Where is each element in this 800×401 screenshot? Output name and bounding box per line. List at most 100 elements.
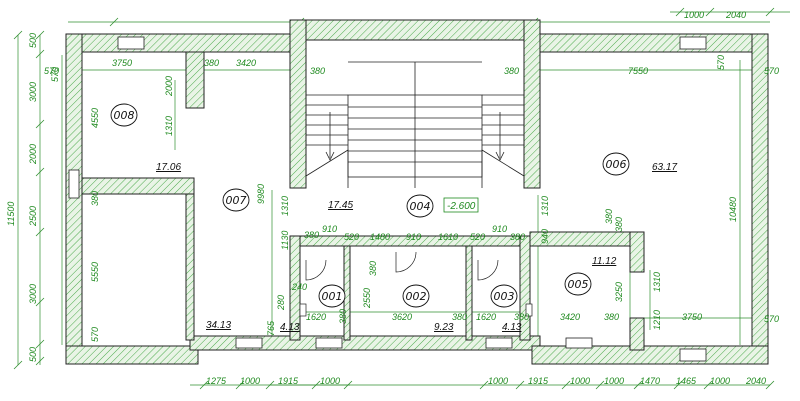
room-007-marker xyxy=(222,188,250,212)
walls xyxy=(65,19,769,365)
room-005-area: 11.12 xyxy=(592,256,617,267)
dims-core: 9980 1310 1130 1310 940 xyxy=(256,184,550,250)
dim-top-right-1: 1000 xyxy=(684,10,704,20)
dims-wet-bottom: 1620 380 3620 380 1620 380 xyxy=(306,309,529,324)
dim-room006-1: 10480 xyxy=(728,197,738,222)
dim-wet-bottom-1: 1620 xyxy=(306,312,326,322)
dim-left-5: 3000 xyxy=(28,284,38,304)
dim-top-inner-6: 380 xyxy=(504,66,519,76)
dim-core-3: 1130 xyxy=(280,231,290,250)
room-008-area: 17.06 xyxy=(156,162,181,173)
windows xyxy=(68,36,707,362)
wall-room005-right xyxy=(629,231,645,273)
window-bottom-3 xyxy=(485,337,513,349)
dim-room005-6: 380 xyxy=(604,312,619,322)
dimension-lines xyxy=(17,11,790,386)
dim-core-2: 1310 xyxy=(280,196,290,216)
room-003-area: 4.13 xyxy=(502,322,522,333)
room-004-elevation: -2.600 xyxy=(447,201,476,212)
dim-left-inner-5: 570 xyxy=(90,327,100,342)
stair-treads-mid xyxy=(348,106,482,163)
room-003-marker xyxy=(490,284,518,308)
window-top-left xyxy=(117,36,145,50)
dim-bottom-left-1: 1275 xyxy=(206,376,227,386)
dim-core-5: 940 xyxy=(540,229,550,244)
room-002-number: 002 xyxy=(406,290,427,303)
wall-room007-left xyxy=(185,51,205,109)
room-004-number: 004 xyxy=(410,200,431,213)
dim-left-inner-4: 5550 xyxy=(90,262,100,282)
room-002-area: 9.23 xyxy=(434,322,454,333)
dim-wet-bottom-6: 380 xyxy=(514,312,529,322)
dims-left: 500 3000 2000 2500 3000 500 11500 570 45… xyxy=(6,33,174,362)
dim-top-inner-4: 3420 xyxy=(236,58,256,68)
dim-left-3: 2000 xyxy=(28,144,38,165)
room-006-marker xyxy=(602,152,630,176)
window-left-low xyxy=(68,169,80,199)
dim-room005-4: 1210 xyxy=(652,310,662,330)
dim-wet-top-9: 380 xyxy=(510,232,525,242)
dim-room005-1: 380 xyxy=(614,217,624,232)
room-003-number: 003 xyxy=(494,290,515,303)
dim-room005-7: 3750 xyxy=(682,312,702,322)
dim-wet-vert-3: 240 xyxy=(291,282,307,292)
dim-bottom-right-4: 1000 xyxy=(604,376,624,386)
dim-top-inner-8: 570 xyxy=(716,55,726,70)
wall-top-right xyxy=(531,33,769,53)
wall-left xyxy=(65,33,83,365)
dim-bottom-right-2: 1915 xyxy=(528,376,549,386)
dim-wet-top-7: 520 xyxy=(470,232,485,242)
dim-wet-top-4: 1480 xyxy=(370,232,390,242)
dim-room008-1: 2000 xyxy=(164,76,174,97)
dim-left-inner-2: 4550 xyxy=(90,108,100,128)
dim-top-inner-2: 3750 xyxy=(112,58,132,68)
dims-bottom-left: 1275 1000 1915 1000 xyxy=(206,376,340,386)
room-006-number: 006 xyxy=(606,158,627,171)
elevation-box xyxy=(443,197,479,213)
room-004-marker xyxy=(406,194,434,218)
window-bottom-4 xyxy=(565,337,593,349)
window-top-right xyxy=(679,36,707,50)
window-bottom-5 xyxy=(679,348,707,362)
room-005-marker xyxy=(564,272,592,296)
dims-wet-top: 380 910 520 1480 910 1610 520 910 380 xyxy=(304,224,525,242)
room-004-area: 17.45 xyxy=(328,200,353,211)
dim-top-inner-5: 380 xyxy=(310,66,325,76)
wall-stair-top xyxy=(289,19,541,41)
wall-bottom-right xyxy=(531,345,769,365)
window-bottom-1 xyxy=(235,337,263,349)
dim-bottom-right-8: 2040 xyxy=(745,376,766,386)
dims-wet-vertical: 2550 380 240 280 765 xyxy=(266,261,378,336)
dim-wet-top-8: 910 xyxy=(492,224,507,234)
dim-top-inner-1: 570 xyxy=(44,66,59,76)
dim-room005-3: 1310 xyxy=(652,272,662,292)
dim-left-1: 500 xyxy=(28,33,38,48)
room-001-area: 4.13 xyxy=(280,322,300,333)
dim-left-overall: 11500 xyxy=(6,202,16,226)
stair-treads-left xyxy=(306,104,348,146)
wall-wet-right xyxy=(519,235,531,341)
room-area-labels: 17.06 34.13 17.45 63.17 4.13 9.23 4.13 1… xyxy=(156,162,677,333)
dim-bottom-left-4: 1000 xyxy=(320,376,340,386)
dim-core-1: 9980 xyxy=(256,184,266,204)
dim-left-6: 500 xyxy=(28,347,38,362)
dims-room005: 380 3250 1310 1210 3420 380 3750 570 xyxy=(560,217,779,330)
dim-left-2: 3000 xyxy=(28,82,38,102)
dims-bottom-right: 1000 1915 1000 1000 1470 1465 1000 2040 xyxy=(488,376,766,386)
dim-bottom-right-1: 1000 xyxy=(488,376,508,386)
dim-room005-2: 3250 xyxy=(614,282,624,302)
wall-wet-mid2 xyxy=(465,245,473,341)
dim-top-inner-3: 380 xyxy=(204,58,219,68)
room-008-marker xyxy=(110,103,138,127)
dim-wet-vert-4: 280 xyxy=(276,295,286,311)
wall-room008-bottom xyxy=(81,177,195,195)
dim-wet-bottom-2: 380 xyxy=(338,309,348,324)
dim-wet-bottom-5: 1620 xyxy=(476,312,496,322)
wall-stair-left xyxy=(289,19,307,189)
wall-room007-left-low xyxy=(185,179,195,341)
dims-top-inner: 570 3750 380 3420 380 380 7550 570 570 xyxy=(44,55,779,76)
dim-top-inner-7: 7550 xyxy=(628,66,648,76)
dim-bottom-right-7: 1000 xyxy=(710,376,730,386)
dim-wet-vert-1: 2550 xyxy=(362,288,372,309)
dim-left-4: 2500 xyxy=(28,206,38,227)
